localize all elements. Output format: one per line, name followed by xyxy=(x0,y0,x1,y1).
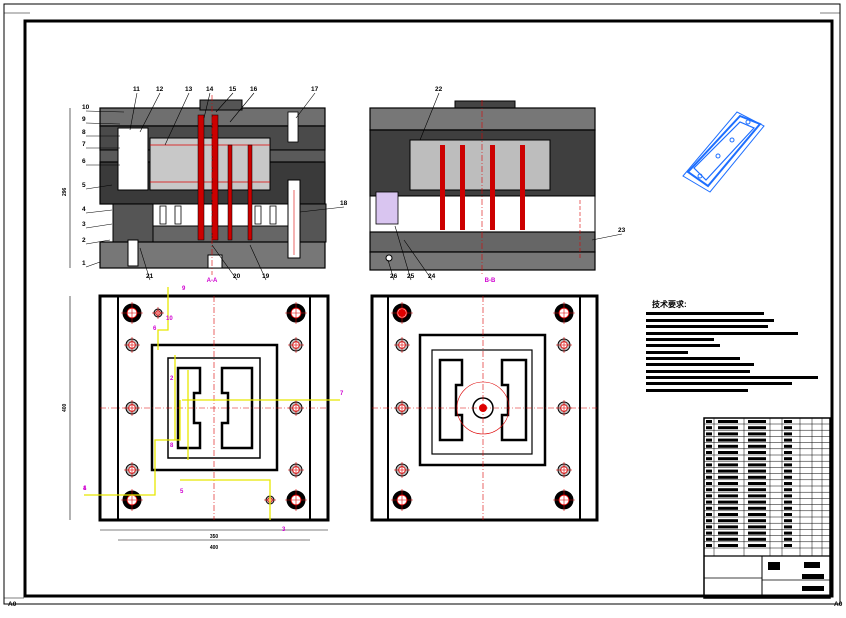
part-number: 18 xyxy=(340,200,348,207)
cooling-path xyxy=(157,287,169,350)
part-number: 12 xyxy=(156,86,164,93)
part-number: 24 xyxy=(428,273,436,280)
dimension-outer-width: 400 xyxy=(210,545,219,551)
dimension-inner-width: 350 xyxy=(210,534,219,540)
path-label: 1 xyxy=(83,486,87,492)
part-number: 5 xyxy=(82,182,86,189)
svg-text:B-B: B-B xyxy=(485,278,496,284)
cooling-paths: 1 2 3 4 5 6 7 8 9 10 xyxy=(83,286,344,533)
outer-border xyxy=(3,3,841,605)
part-number: 9 xyxy=(82,116,86,123)
part-isometric xyxy=(682,111,765,193)
part-number: 10 xyxy=(82,104,90,111)
path-label: 7 xyxy=(340,391,344,397)
part-number: 26 xyxy=(390,273,398,280)
cooling-path xyxy=(84,400,181,496)
part-number: 14 xyxy=(206,86,214,93)
path-label: 8 xyxy=(170,443,174,449)
path-label: 2 xyxy=(170,376,174,382)
part-number: 21 xyxy=(146,273,154,280)
part-number: 23 xyxy=(618,227,626,234)
dimension-height: 296 xyxy=(62,187,68,196)
part-number: 25 xyxy=(407,273,415,280)
section-view-left: 2 9 6 xyxy=(62,95,327,275)
inner-border xyxy=(23,19,834,598)
title-block xyxy=(703,417,831,599)
part-number: 19 xyxy=(262,273,270,280)
part-number: 16 xyxy=(250,86,258,93)
part-number: 20 xyxy=(233,273,241,280)
plan-view-left: 350 400 400 xyxy=(62,294,330,551)
section-label-left: A-A xyxy=(207,278,218,284)
section-view-right xyxy=(369,100,596,275)
part-number: 15 xyxy=(229,86,237,93)
part-number: 1 xyxy=(82,260,86,267)
part-number: 22 xyxy=(435,86,443,93)
sheet-size-label: A0 xyxy=(8,601,17,608)
svg-text:A-A: A-A xyxy=(207,278,218,284)
path-label: 3 xyxy=(282,527,286,533)
part-number: 13 xyxy=(185,86,193,93)
sheet-size-label-right: A0 xyxy=(834,601,843,608)
part-number: 4 xyxy=(82,206,86,213)
part-number: 2 xyxy=(82,237,86,244)
part-number: 17 xyxy=(311,86,319,93)
part-number: 3 xyxy=(82,221,86,228)
path-label: 6 xyxy=(153,326,157,332)
section-label-right: B-B xyxy=(485,278,496,284)
part-number: 7 xyxy=(82,141,86,148)
part-number: 6 xyxy=(82,158,86,165)
technical-notes: 技术要求: xyxy=(646,299,818,392)
cooling-path xyxy=(180,479,271,520)
path-label: 10 xyxy=(166,316,173,322)
path-label: 4 xyxy=(83,486,87,492)
path-label: 9 xyxy=(182,286,186,292)
part-number: 11 xyxy=(133,86,140,93)
notes-title: 技术要求: xyxy=(652,299,687,309)
part-number: 8 xyxy=(82,129,86,136)
path-label: 5 xyxy=(180,489,184,495)
dimension-plan-height: 400 xyxy=(62,403,68,412)
